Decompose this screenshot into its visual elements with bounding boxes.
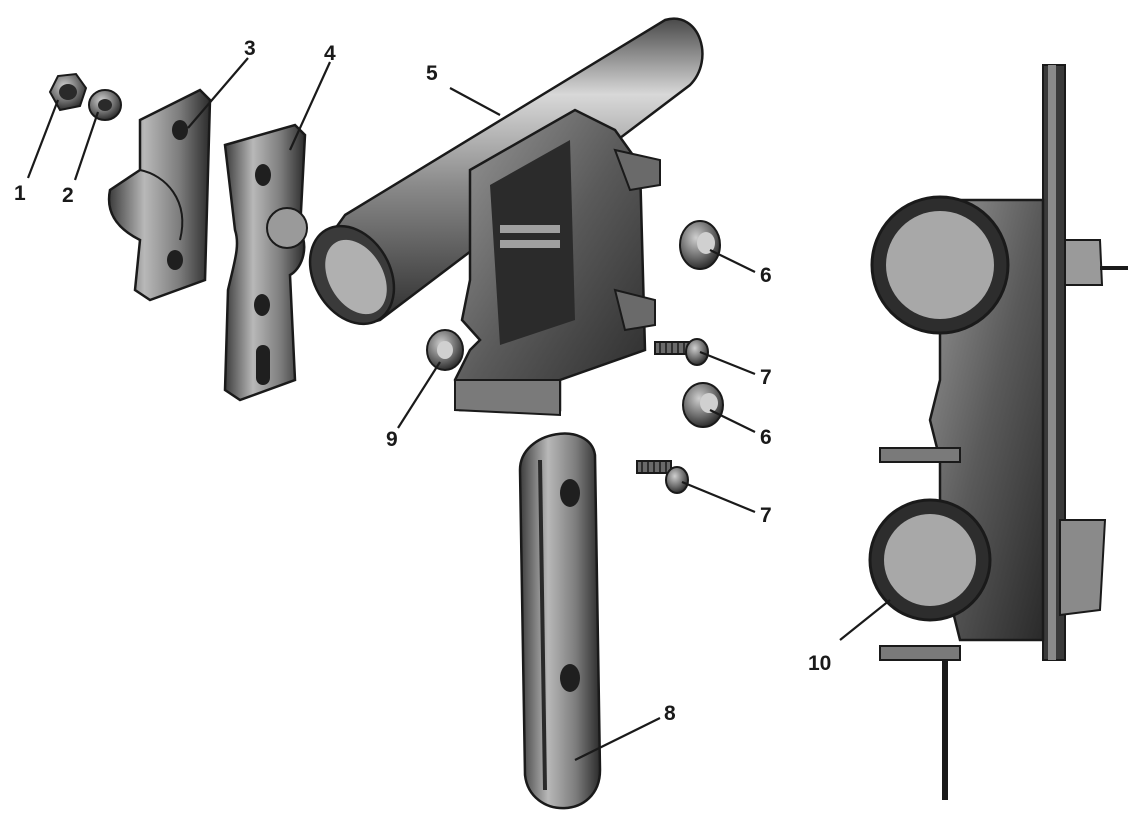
callout-4: 4 <box>324 42 336 65</box>
leader-1 <box>26 99 60 179</box>
leader-lines <box>26 57 891 761</box>
bolt-part-lower <box>636 460 689 494</box>
callout-2: 2 <box>62 184 74 207</box>
leader-4 <box>288 61 332 151</box>
collar-part-lower <box>682 382 724 428</box>
leader-6a <box>709 249 756 273</box>
nut-part <box>48 72 88 112</box>
bracket-body-part <box>453 108 661 417</box>
leader-3 <box>187 57 249 129</box>
callout-9: 9 <box>386 428 398 451</box>
leader-8 <box>574 717 661 761</box>
callout-5: 5 <box>426 62 438 85</box>
leader-7b <box>681 480 756 514</box>
leader-5 <box>449 87 501 116</box>
callout-6b: 6 <box>760 426 772 449</box>
bolt-part-upper <box>654 338 709 366</box>
callout-7a: 7 <box>760 366 772 389</box>
leader-9 <box>397 361 441 429</box>
shim-plate-part <box>223 123 308 402</box>
leader-10 <box>839 599 891 641</box>
callout-10: 10 <box>808 652 831 675</box>
washer-part-9 <box>426 329 464 371</box>
callout-8: 8 <box>664 702 676 725</box>
callout-labels: 1 2 3 4 5 6 6 7 7 8 9 10 <box>14 37 831 725</box>
strap-part <box>518 432 602 810</box>
u-clamp-part <box>107 88 212 302</box>
leader-6b <box>709 409 756 433</box>
callout-6a: 6 <box>760 264 772 287</box>
callout-3: 3 <box>244 37 256 60</box>
callout-1: 1 <box>14 182 26 205</box>
leader-2 <box>73 111 100 181</box>
collar-part-upper <box>679 220 721 270</box>
leader-7a <box>699 350 756 376</box>
callout-7b: 7 <box>760 504 772 527</box>
assembled-view <box>868 64 1128 800</box>
washer-part <box>88 89 122 121</box>
